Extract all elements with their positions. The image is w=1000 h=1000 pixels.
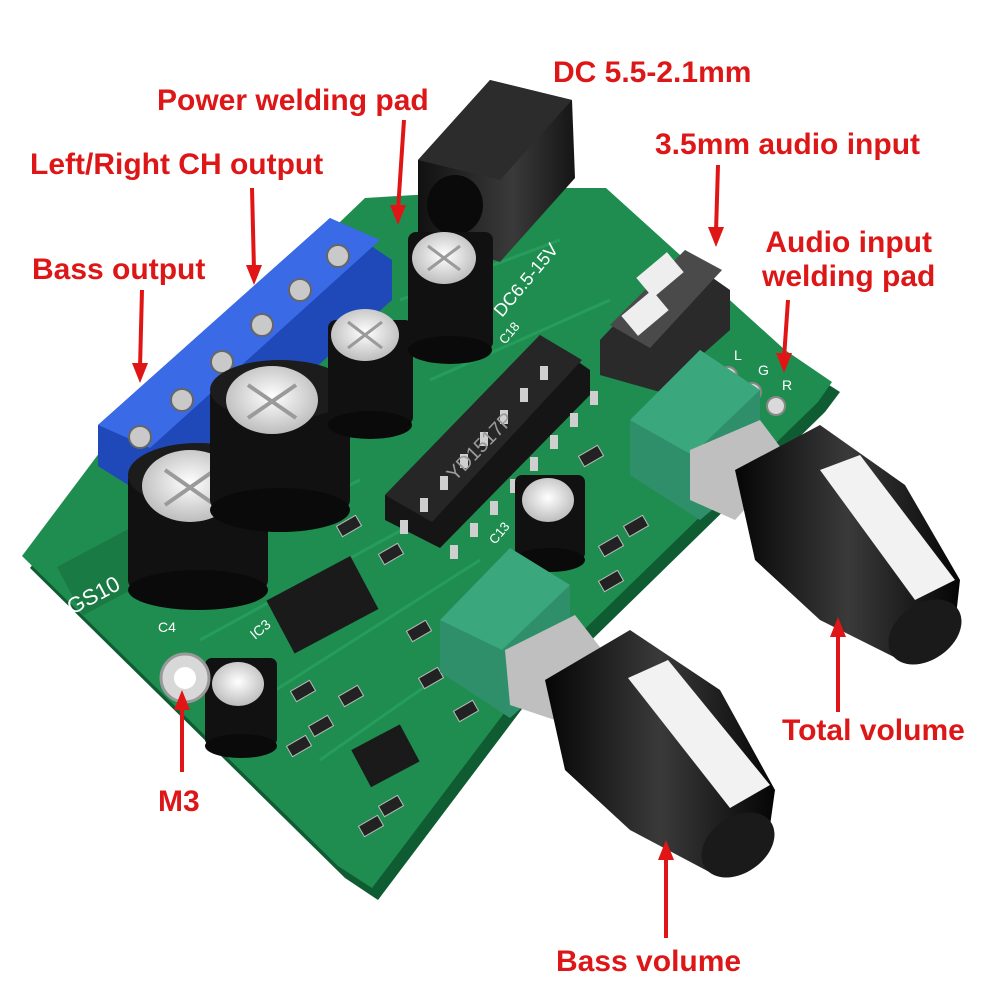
mounting-hole xyxy=(159,652,211,704)
annotation-arrows xyxy=(132,119,846,938)
capacitor-small-1 xyxy=(515,475,585,572)
marking-c4: C4 xyxy=(158,619,176,635)
screw-terminal-block xyxy=(98,218,392,505)
label-total-volume: Total volume xyxy=(782,714,965,747)
capacitor-small-2 xyxy=(205,658,277,758)
marking-pad-l: L xyxy=(734,347,742,363)
arrow-bass-volume xyxy=(658,840,674,938)
arrow-m3 xyxy=(174,690,190,772)
arrow-power-pad xyxy=(390,119,406,225)
marking-pad-g: G xyxy=(758,362,769,378)
arrow-audio-pad xyxy=(776,299,792,373)
label-audio-pad: Audio input welding pad xyxy=(762,226,935,294)
label-bass-volume: Bass volume xyxy=(556,945,742,978)
label-lr-output: Left/Right CH output xyxy=(30,148,324,181)
label-m3: M3 xyxy=(158,785,200,818)
knob-icon xyxy=(735,425,962,665)
smd-chip xyxy=(266,555,379,654)
smd-chip-small xyxy=(351,724,420,788)
knob-icon xyxy=(545,630,775,878)
label-power-pad: Power welding pad xyxy=(157,84,429,117)
potentiometer-total xyxy=(630,350,962,665)
marking-pad-r: R xyxy=(782,377,792,393)
arrow-lr-output xyxy=(246,187,262,285)
label-audio-pad-line1: Audio input xyxy=(765,226,932,259)
arrow-audio-35 xyxy=(708,164,724,247)
arrow-total-volume xyxy=(830,617,846,712)
dc-jack xyxy=(418,80,575,262)
label-bass-output: Bass output xyxy=(32,253,206,286)
arrow-bass-output xyxy=(132,289,148,383)
screw-terminal-icon xyxy=(128,244,350,449)
label-dc-jack: DC 5.5-2.1mm xyxy=(553,56,752,89)
label-audio-pad-line2: welding pad xyxy=(762,260,936,293)
potentiometer-bass xyxy=(440,548,775,878)
capacitor-large-2 xyxy=(210,360,350,532)
main-ic xyxy=(385,335,598,559)
label-audio-35: 3.5mm audio input xyxy=(655,128,921,161)
capacitor-medium-1 xyxy=(328,309,413,439)
capacitor-medium-2 xyxy=(408,232,493,364)
